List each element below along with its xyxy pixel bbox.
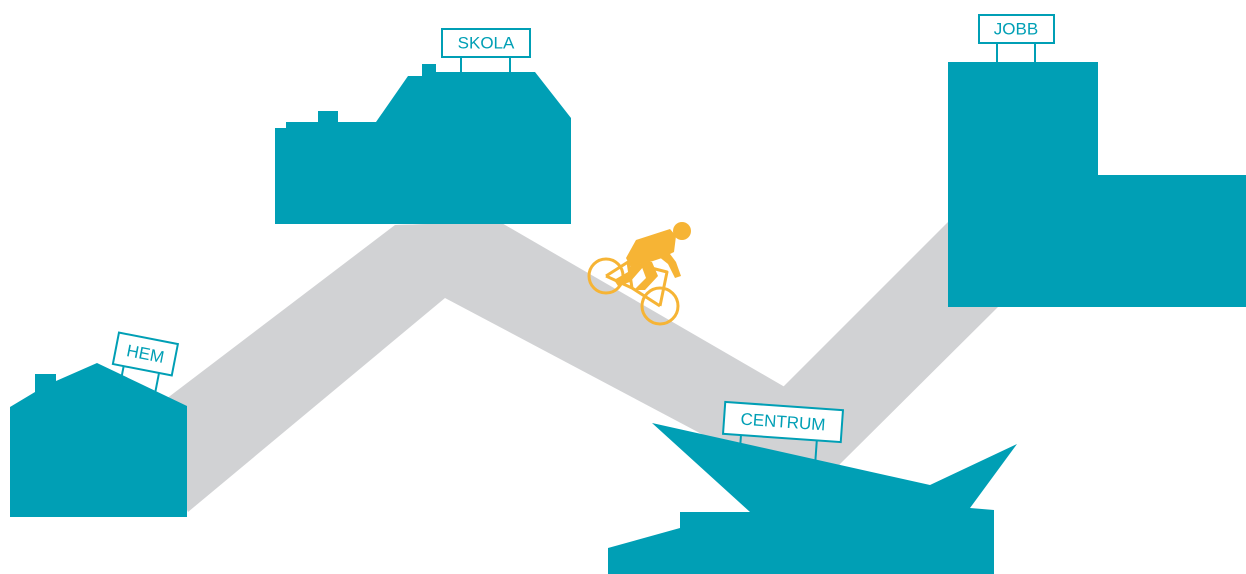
work-building-shape <box>948 62 1246 307</box>
home-building: HEM <box>10 333 187 517</box>
school-sign-label: SKOLA <box>458 34 515 53</box>
cyclist-rider-helmet <box>673 222 691 240</box>
school-sign: SKOLA <box>442 29 530 74</box>
home-sign-post-right <box>155 373 159 395</box>
home-building-shape <box>10 363 187 517</box>
route-path <box>145 222 1000 512</box>
work-sign-label: JOBB <box>994 20 1038 39</box>
work-sign: JOBB <box>979 15 1054 63</box>
school-building-shape <box>275 64 571 224</box>
school-building: SKOLA <box>275 29 571 224</box>
center-building: CENTRUM <box>608 402 1017 574</box>
work-building: JOBB <box>948 15 1246 307</box>
